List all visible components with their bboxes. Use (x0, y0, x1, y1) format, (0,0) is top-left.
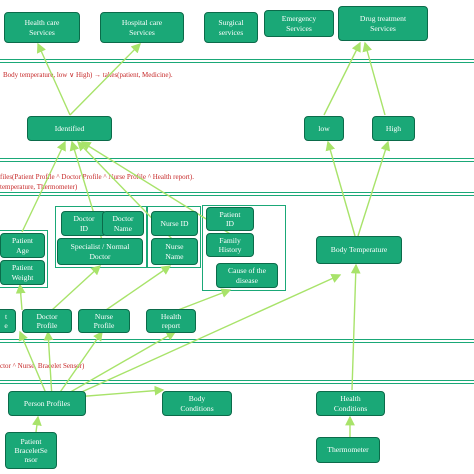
rule-text-takes-medicine: Body temperature, low ∨ High) → takes(pa… (3, 71, 173, 79)
patient-bracelet-sensor-node: Patient BraceletSe nsor (5, 432, 57, 469)
specialist-normal-doctor-node: Specialist / Normal Doctor (57, 238, 143, 265)
nurse-group-box (147, 206, 201, 268)
surgical-services-node: Surgical services (204, 12, 258, 43)
patient-weight-node: Patient Weight (0, 260, 45, 285)
nurse-id-node: Nurse ID (151, 211, 198, 236)
drug-treatment-services-node: Drug treatment Services (338, 6, 428, 41)
nurse-profile-node: Nurse Profile (78, 309, 130, 333)
person-profiles-node: Person Profiles (8, 391, 86, 416)
hospital-care-services-node: Hospital care Services (100, 12, 184, 43)
cause-of-disease-node: Cause of the disease (216, 263, 278, 288)
layer-band-3 (0, 192, 474, 196)
patient-id-node: Patient ID (206, 207, 254, 231)
doctor-id-node: Doctor ID (61, 211, 107, 236)
body-temperature-node: Body Temperature (316, 236, 402, 264)
thermometer-node: Thermometer (316, 437, 380, 463)
nurse-name-node: Nurse Name (151, 238, 198, 265)
doctor-name-node: Doctor Name (102, 211, 144, 236)
layer-band-2 (0, 158, 474, 162)
rule-text-profiles: files(Patient Profile ^ Doctor Profile ^… (0, 173, 194, 181)
health-report-node: Health report (146, 309, 196, 333)
patient-profile-node: t e (0, 309, 16, 333)
patient-age-node: Patient Age (0, 233, 45, 258)
family-history-node: Family History (206, 233, 254, 257)
health-care-services-node: Health care Services (4, 12, 80, 43)
identified-node: Identified (27, 116, 112, 141)
high-node: High (372, 116, 415, 141)
patient-history-group-box (202, 205, 286, 291)
doctor-profile-node: Doctor Profile (22, 309, 72, 333)
body-conditions-node: Body Conditions (162, 391, 232, 416)
layer-band-1 (0, 59, 474, 63)
low-node: low (304, 116, 344, 141)
rule-text-bracelet-sensor: ctor ^ Nurse, Bracelet Sensor) (0, 362, 85, 370)
layer-band-5 (0, 380, 474, 384)
rule-text-thermometer: temperature, Thermometer) (0, 183, 78, 191)
emergency-services-node: Emergency Services (264, 10, 334, 37)
layer-band-4 (0, 339, 474, 343)
health-conditions-node: Health Conditions (316, 391, 385, 416)
